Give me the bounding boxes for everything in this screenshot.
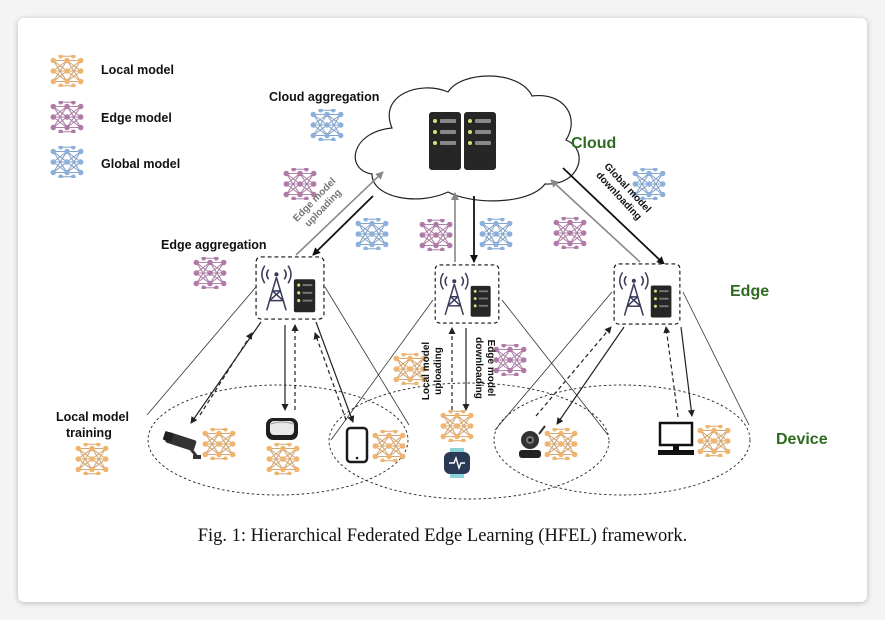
tier-label-device: Device [776, 431, 828, 448]
edge-model-icon-center [418, 219, 454, 251]
edge-download-label-line1: Edge model [485, 340, 496, 397]
cloud-server-icon [429, 112, 496, 170]
tier-label-cloud: Cloud [571, 135, 616, 152]
edge-model-icon-aggregation [192, 257, 228, 289]
local-model-icon-watch [439, 410, 475, 442]
edge-model-icon-right [552, 217, 588, 249]
edge-server-center [434, 264, 500, 324]
global-download-arrow-right [562, 167, 665, 265]
local-upload-label: Local model uploading [421, 342, 444, 401]
legend-local-model-icon [49, 55, 85, 87]
device-region-3 [493, 384, 751, 496]
local-model-icon-vr [265, 443, 301, 475]
vr-headset-icon [266, 418, 298, 440]
figure-caption: Fig. 1: Hierarchical Federated Edge Lear… [197, 526, 688, 546]
edge-model-icon-download [492, 344, 528, 376]
desktop-pc-icon [658, 421, 694, 455]
edge-server-right [613, 263, 681, 325]
edge-download-label-line2: downloading [473, 337, 484, 399]
local-model-icon-phone [371, 430, 407, 462]
legend-global-model-icon [49, 146, 85, 178]
local-model-icon-pc [696, 425, 732, 457]
global-model-icon-cloud [309, 109, 345, 141]
local-model-icon-training [74, 443, 110, 475]
device-regions [147, 382, 751, 500]
security-camera-icon [162, 431, 201, 459]
global-model-icon-left [354, 218, 390, 250]
legend-edge-model-icon [49, 101, 85, 133]
device-region-2 [328, 382, 610, 500]
edge-upload-arrow-right [550, 179, 641, 263]
edge-upload-arrow-left [295, 171, 384, 256]
legend-global-label: Global model [101, 157, 180, 171]
edge-device-arrows [190, 321, 695, 425]
edge-server-left [255, 256, 325, 320]
local-model-icon-camera [201, 428, 237, 460]
cloud-aggregation-label: Cloud aggregation [269, 90, 379, 104]
local-upload-label-line2: uploading [433, 347, 444, 395]
webcam-icon [519, 425, 546, 458]
local-model-icon-webcam [543, 428, 579, 460]
cloud [354, 75, 580, 202]
smartphone-icon [345, 426, 369, 464]
edge-download-label: Edge model downloading [473, 337, 496, 399]
local-training-label-line2: training [66, 426, 112, 440]
global-model-icon-center [478, 218, 514, 250]
legend-local-label: Local model [101, 63, 174, 77]
smartwatch-icon [444, 448, 470, 478]
legend: Local model Edge model Global model [49, 55, 180, 178]
local-upload-label-line1: Local model [421, 342, 432, 401]
local-training-label-line1: Local model [56, 410, 129, 424]
global-download-arrow-left [312, 195, 374, 256]
tier-label-edge: Edge [730, 283, 769, 300]
legend-edge-label: Edge model [101, 111, 172, 125]
device-region-1 [147, 384, 409, 496]
cloud-edge-arrows [295, 167, 665, 265]
edge-aggregation-label: Edge aggregation [161, 238, 267, 252]
